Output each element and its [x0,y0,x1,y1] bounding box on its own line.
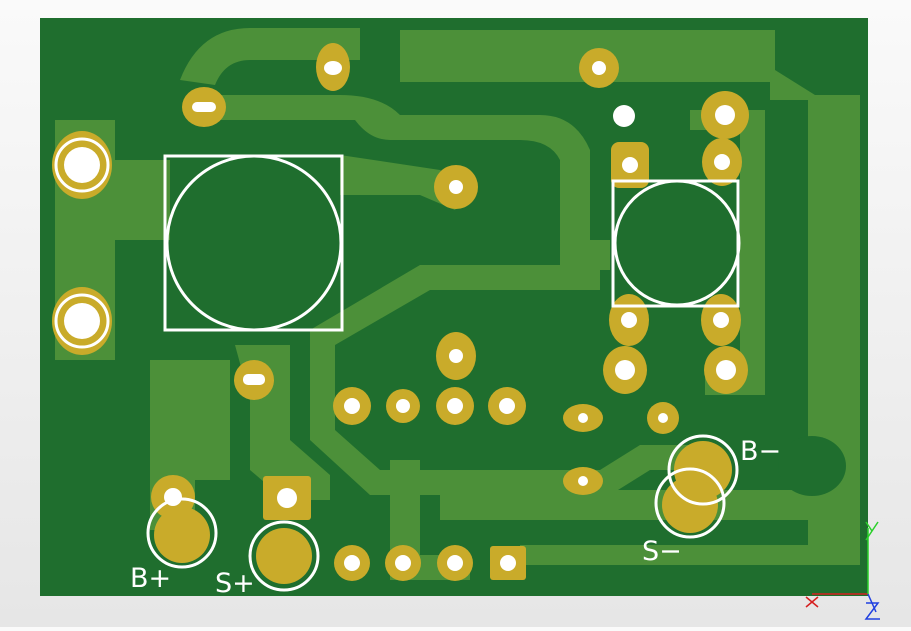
drill-via [613,105,635,127]
drill-row-6 [658,413,668,423]
copper-trace-right-lower [440,490,860,520]
drill-splus-square [277,488,297,508]
axis-x-icon [805,596,819,608]
drill-jack-2 [64,303,100,339]
silk-component-small-circle [613,179,741,307]
drill-mid-2 [243,374,265,385]
silk-labels: B+ S+ B− S− [130,436,781,599]
pad-bplus[interactable] [154,507,210,563]
silk-ring-sminus [654,467,726,539]
drill-ic-2 [715,105,735,125]
drill-bottom-square [500,555,516,571]
pad-splus[interactable] [256,528,312,584]
board-cutout [778,436,846,496]
drill-top-2 [192,102,216,112]
pad-sminus[interactable] [662,477,718,533]
drill-top-3 [592,61,606,75]
drill-mid-1 [449,349,463,363]
drill-ic-3 [714,154,730,170]
copper-trace-lower [310,265,700,495]
drill-bottom-3 [447,555,463,571]
label-s-minus: S− [642,536,682,567]
label-b-minus: B− [740,436,781,467]
drill-row-3 [447,398,463,414]
label-b-plus: B+ [130,563,171,594]
drill-holes [64,61,736,571]
copper-pour-top-left [180,28,360,85]
drill-row-7 [578,476,588,486]
axis-y-icon [865,521,879,541]
drill-jack-1 [64,147,100,183]
drill-ic-7 [716,360,736,380]
silk-ring-bplus [146,497,218,569]
silk-jack-ring-1 [54,137,110,193]
drill-row-1 [344,398,360,414]
axis-gizmo[interactable] [805,521,880,620]
copper-trace-mid [215,95,610,270]
drill-top-1 [324,61,342,75]
axis-z-icon [864,602,880,620]
silk-ring-bminus [667,434,739,506]
drill-ic-4 [621,312,637,328]
copper-trace-right-vertical [690,110,765,395]
silk-component-large-circle [165,154,343,332]
drill-row-4 [499,398,515,414]
drill-bottom-1 [344,555,360,571]
drill-center [449,180,463,194]
label-s-plus: S+ [215,568,255,599]
drill-ic-1 [622,157,638,173]
silk-ring-splus [248,520,320,592]
drill-bottom-2 [395,555,411,571]
silk-jack-ring-2 [54,293,110,349]
drill-row-2 [396,399,410,413]
silkscreen [54,137,741,592]
drill-row-5 [578,413,588,423]
copper-trace-main [110,160,170,240]
drill-ic-6 [615,360,635,380]
drill-ic-5 [713,312,729,328]
